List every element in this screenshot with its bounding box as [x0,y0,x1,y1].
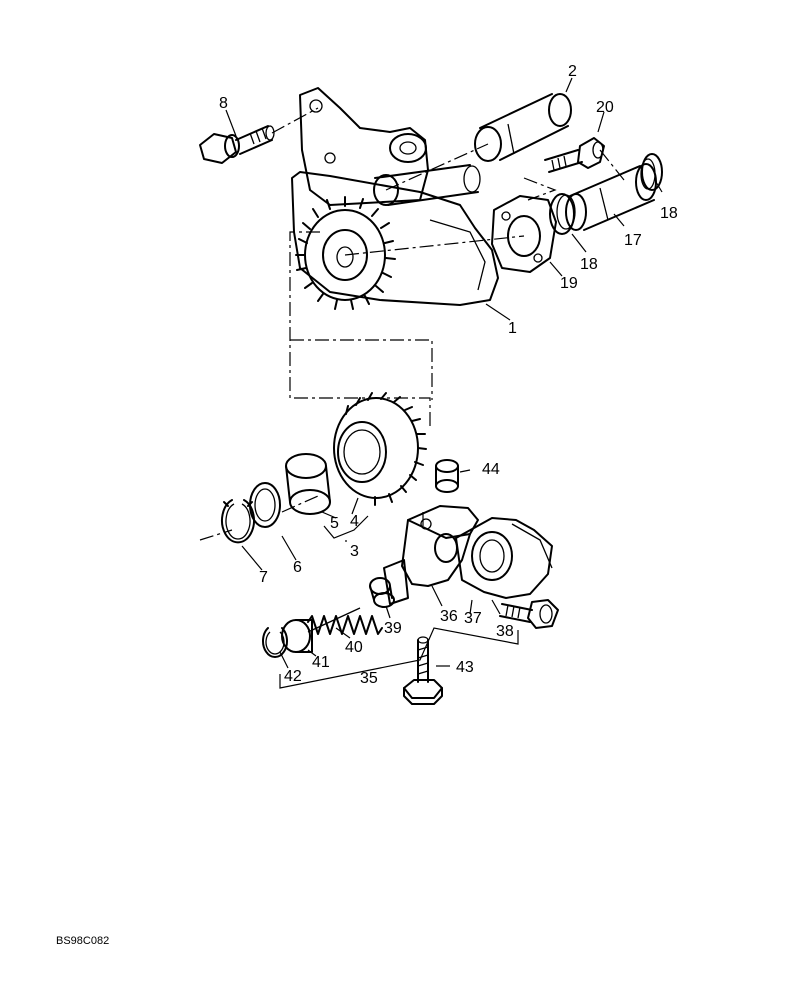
regulator-body-36 [383,505,479,605]
callout-6: 6 [293,559,302,576]
drive-gear-4 [333,392,427,506]
plunger-39 [369,577,395,608]
shaft-sleeve [474,93,572,162]
spring-40 [307,607,383,635]
callout-35: 35 [360,670,378,687]
callout-40: 40 [345,639,363,656]
callout-18-right: 18 [660,205,678,222]
elbow-housing-37 [455,517,553,599]
spring-seat-41 [281,619,313,653]
callout-1: 1 [508,320,517,337]
callout-37: 37 [464,610,482,627]
callout-4: 4 [350,513,359,530]
bolt-20 [544,137,605,173]
callout-39: 39 [384,620,402,637]
callout-42: 42 [284,668,302,685]
assembly-center-lines [199,107,625,541]
bushing-5 [285,453,331,515]
gasket-19 [491,195,557,273]
pump-body [291,87,499,310]
bolt-43 [403,636,443,705]
callout-17: 17 [624,232,642,249]
callout-3: 3 [350,543,359,560]
callout-7: 7 [259,569,268,586]
callout-36: 36 [440,608,458,625]
callout-labels: 1 2 3 4 5 6 7 8 17 18 18 19 20 35 36 37 … [219,63,678,687]
sleeve-17-with-rings [549,153,663,235]
callout-38: 38 [496,623,514,640]
callout-2: 2 [568,63,577,80]
callout-19: 19 [560,275,578,292]
callout-8: 8 [219,95,228,112]
snap-ring-7 [221,499,255,544]
callout-43: 43 [456,659,474,676]
drawing-code: BS98C082 [56,935,109,947]
callout-20: 20 [596,99,614,116]
callout-18-lower: 18 [580,256,598,273]
callout-5: 5 [330,515,339,532]
callout-41: 41 [312,654,330,671]
bolt-38 [499,599,559,629]
leader-lines [225,77,663,689]
cap-44 [435,459,459,493]
flange-bolt-8 [199,125,275,164]
callout-44: 44 [482,461,500,478]
snap-ring-42 [262,627,288,658]
